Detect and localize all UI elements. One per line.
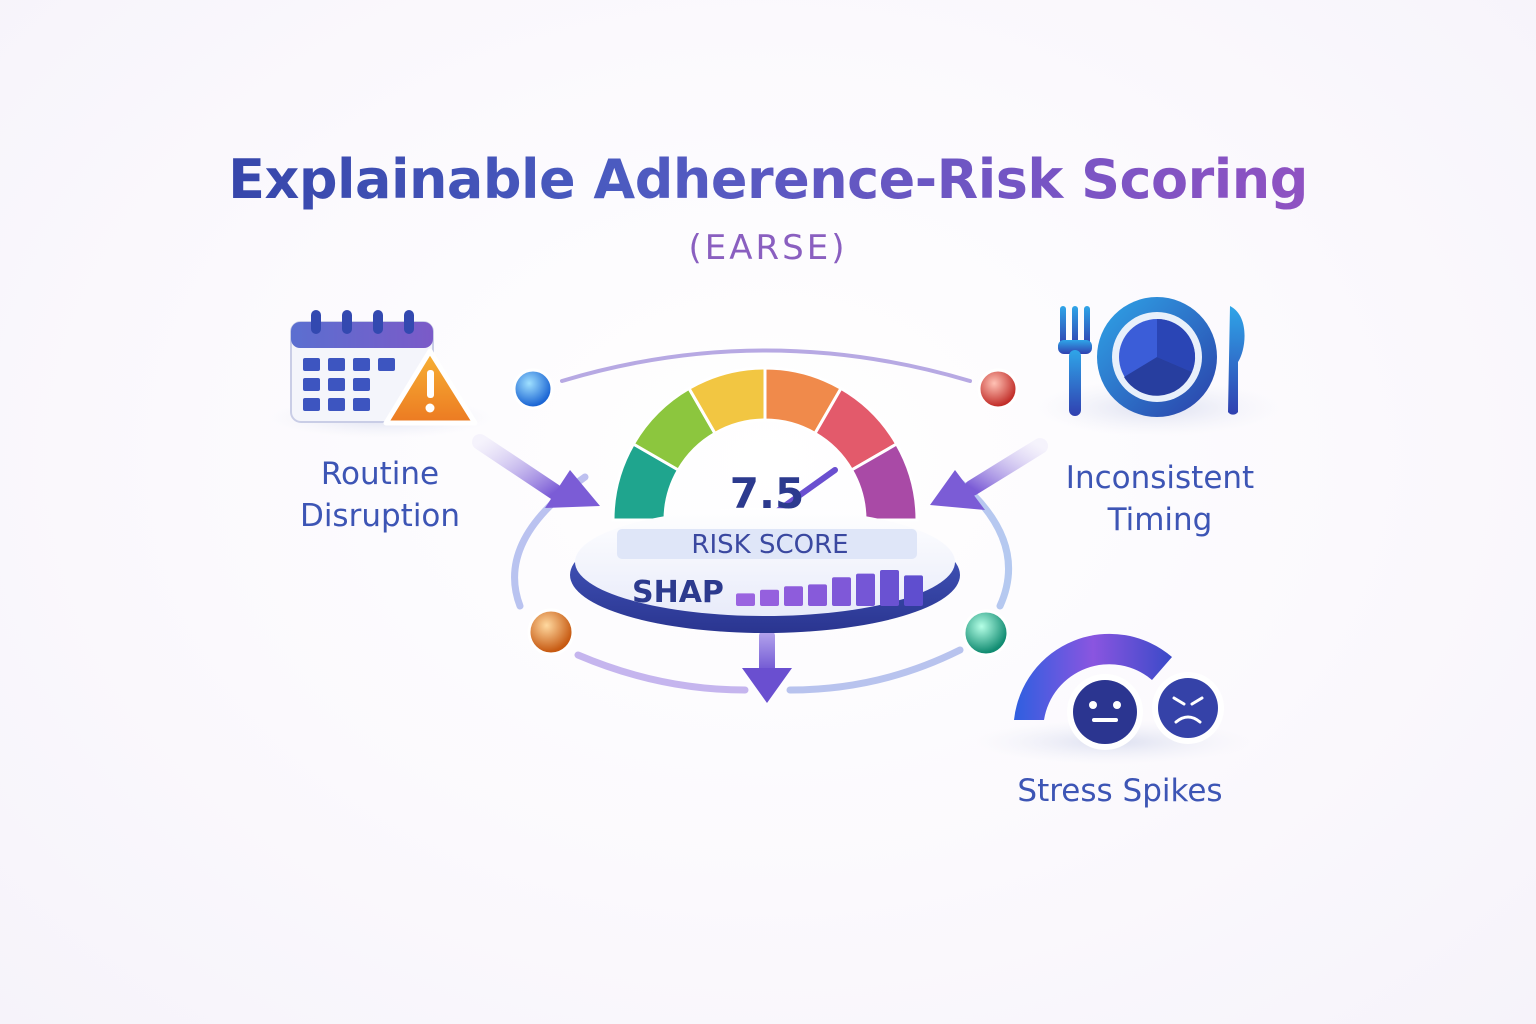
calendar-day-cell <box>328 398 345 411</box>
connector-arc-bottom-left <box>574 651 749 694</box>
stress-gauge-faces-icon <box>974 633 1250 764</box>
node-top-right <box>977 368 1019 410</box>
shap-bar <box>856 573 875 606</box>
connector-arc-bottom-right <box>786 646 964 694</box>
connector-arc-top <box>560 348 972 383</box>
shap-bar-chart <box>736 570 923 606</box>
calendar-day-cell <box>303 358 320 371</box>
gauge-segment <box>849 441 919 522</box>
page-subtitle: (EARSE) <box>688 228 848 268</box>
calendar-day-cell <box>353 358 370 371</box>
node-top-left <box>512 368 554 410</box>
routine-line-1: Routine <box>320 456 440 492</box>
node-bottom-left <box>527 608 575 656</box>
shap-bar <box>808 584 827 606</box>
factor-label-inconsistent-timing: Inconsistent Timing <box>1020 457 1300 541</box>
node-bottom-right <box>962 609 1010 657</box>
factor-label-routine-disruption: Routine Disruption <box>240 453 520 537</box>
routine-line-2: Disruption <box>299 498 461 534</box>
page-title: Explainable Adherence-Risk Scoring <box>0 148 1536 211</box>
shap-bar <box>880 570 899 606</box>
calendar-warning-icon <box>270 310 494 438</box>
timing-line-2: Timing <box>1107 502 1213 538</box>
calendar-day-cell <box>303 378 320 391</box>
arrow-down-output <box>742 630 792 703</box>
stress-label: Stress Spikes <box>1017 773 1223 809</box>
calendar-day-cell <box>353 398 370 411</box>
calendar-day-cell <box>328 358 345 371</box>
shap-bar <box>760 589 779 606</box>
arrow-from-routine <box>472 434 600 508</box>
shap-label: SHAP <box>632 575 724 610</box>
shap-bar <box>736 593 755 606</box>
calendar-day-cell <box>303 398 320 411</box>
score-label-box <box>617 529 917 559</box>
timing-line-1: Inconsistent <box>1065 460 1255 496</box>
shap-bar <box>784 586 803 606</box>
score-label: RISK SCORE <box>691 530 848 560</box>
score-value: 7.5 <box>730 469 804 518</box>
calendar-day-cell <box>328 378 345 391</box>
risk-gauge <box>611 366 919 522</box>
calendar-day-cell <box>353 378 370 391</box>
calendar-day-cell <box>378 358 395 371</box>
shap-bar <box>832 577 851 606</box>
factor-label-stress-spikes: Stress Spikes <box>990 770 1250 812</box>
plate-utensils-icon <box>1035 297 1279 436</box>
arrow-from-timing <box>930 438 1048 510</box>
shap-bar <box>904 575 923 606</box>
